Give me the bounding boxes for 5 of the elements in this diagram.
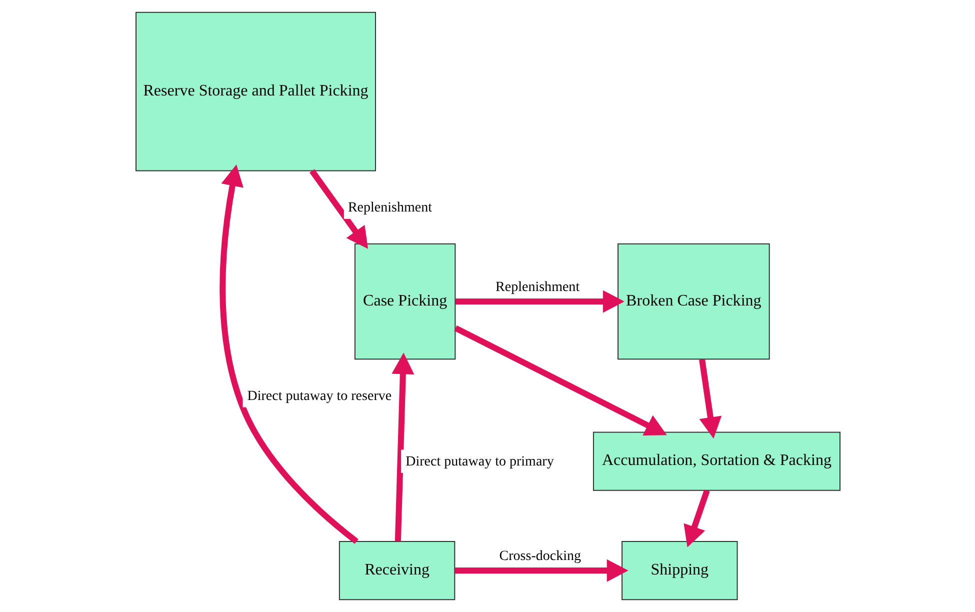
edge-label: Cross-docking [498, 549, 581, 564]
edge-label: Direct putaway to primary [405, 454, 554, 470]
edge-label: Replenishment [347, 200, 432, 216]
edge-label: Replenishment [495, 280, 580, 296]
edge-label: Direct putaway to reserve [246, 388, 392, 404]
